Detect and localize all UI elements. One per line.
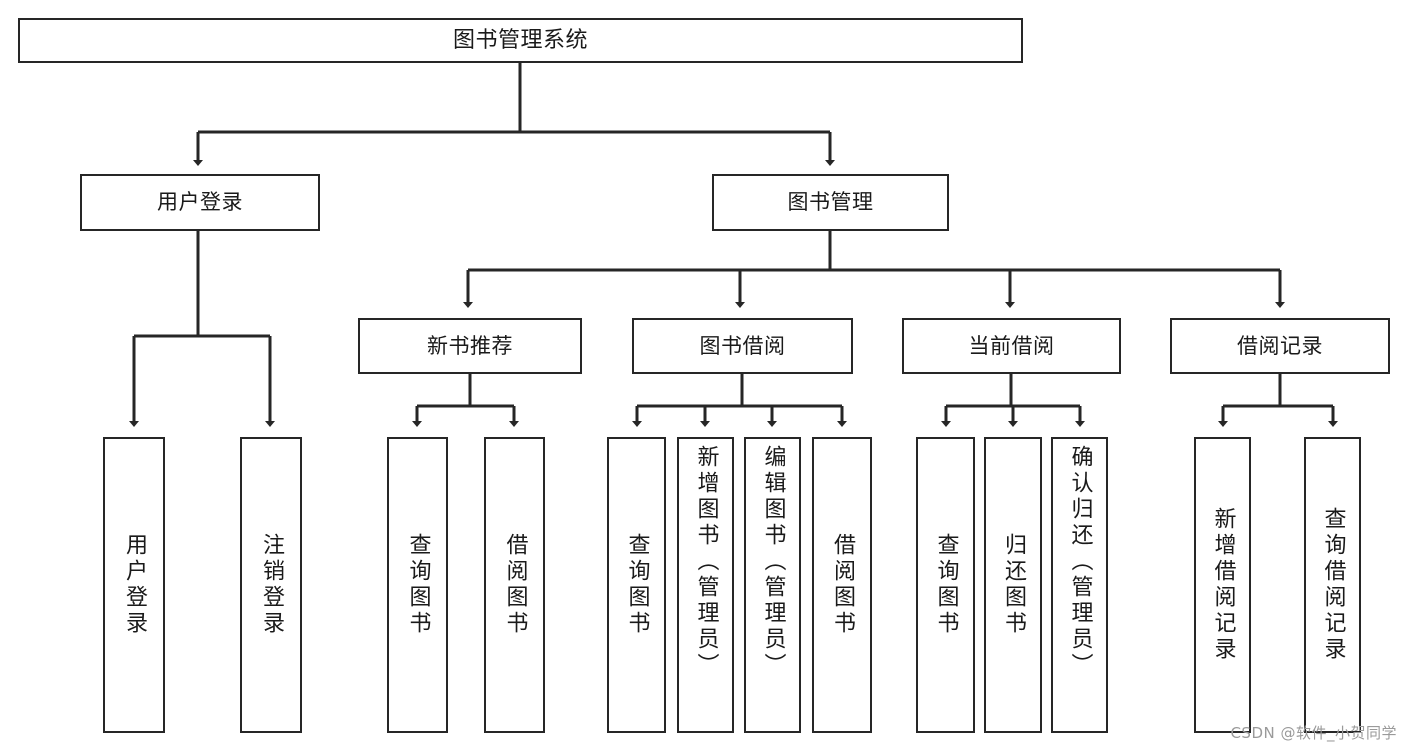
leaf-query-book-recommend[interactable]: 查询图书 xyxy=(387,437,448,733)
node-label: 新增图书（管理员） xyxy=(693,445,719,679)
leaf-user-login[interactable]: 用户登录 xyxy=(103,437,165,733)
node-root-book-management-system[interactable]: 图书管理系统 xyxy=(18,18,1023,63)
leaf-borrow-book-recommend[interactable]: 借阅图书 xyxy=(484,437,545,733)
node-label: 图书管理系统 xyxy=(452,27,588,53)
node-new-book-recommend[interactable]: 新书推荐 xyxy=(358,318,582,374)
node-borrow-record[interactable]: 借阅记录 xyxy=(1170,318,1390,374)
node-label: 新增借阅记录 xyxy=(1210,507,1236,663)
leaf-query-book-borrow[interactable]: 查询图书 xyxy=(607,437,666,733)
node-label: 确认归还（管理员） xyxy=(1067,445,1093,679)
leaf-borrow-book[interactable]: 借阅图书 xyxy=(812,437,872,733)
node-label: 图书管理 xyxy=(787,190,874,215)
leaf-edit-book-admin[interactable]: 编辑图书（管理员） xyxy=(744,437,801,733)
node-label: 归还图书 xyxy=(1001,533,1026,637)
node-label: 查询图书 xyxy=(405,533,431,637)
node-label: 借阅图书 xyxy=(502,533,528,637)
node-label: 查询图书 xyxy=(624,533,650,637)
node-label: 当前借阅 xyxy=(968,333,1055,358)
node-label: 查询借阅记录 xyxy=(1320,507,1346,663)
node-book-borrow[interactable]: 图书借阅 xyxy=(632,318,853,374)
node-label: 新书推荐 xyxy=(427,333,513,358)
node-label: 借阅图书 xyxy=(830,533,855,637)
leaf-add-book-admin[interactable]: 新增图书（管理员） xyxy=(677,437,734,733)
node-current-borrow[interactable]: 当前借阅 xyxy=(902,318,1121,374)
node-label: 编辑图书（管理员） xyxy=(760,445,786,679)
csdn-watermark: CSDN @软件_小贺同学 xyxy=(1230,724,1397,742)
leaf-query-book-current[interactable]: 查询图书 xyxy=(916,437,975,733)
node-user-login[interactable]: 用户登录 xyxy=(80,174,320,231)
node-label: 查询图书 xyxy=(933,533,959,637)
node-book-management[interactable]: 图书管理 xyxy=(712,174,949,231)
leaf-logout[interactable]: 注销登录 xyxy=(240,437,302,733)
node-label: 图书借阅 xyxy=(699,333,786,358)
node-label: 用户登录 xyxy=(157,190,243,215)
node-label: 注销登录 xyxy=(259,533,284,637)
leaf-query-borrow-record[interactable]: 查询借阅记录 xyxy=(1304,437,1361,733)
node-label: 借阅记录 xyxy=(1237,333,1323,358)
leaf-add-borrow-record[interactable]: 新增借阅记录 xyxy=(1194,437,1251,733)
leaf-confirm-return-admin[interactable]: 确认归还（管理员） xyxy=(1051,437,1108,733)
node-label: 用户登录 xyxy=(122,533,147,637)
leaf-return-book[interactable]: 归还图书 xyxy=(984,437,1042,733)
